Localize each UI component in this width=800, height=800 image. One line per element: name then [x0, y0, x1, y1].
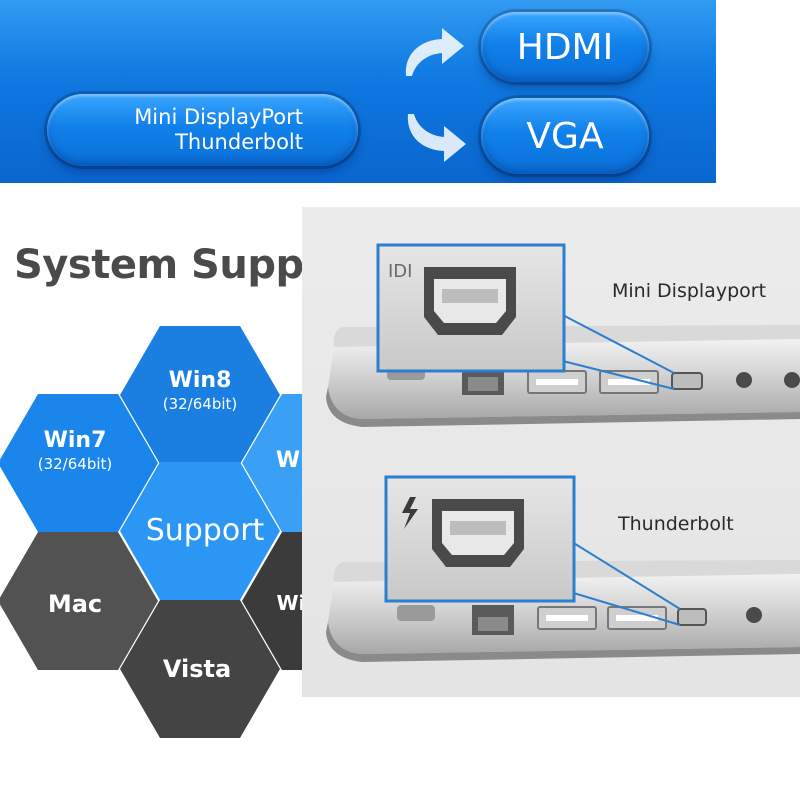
source-line-mini-displayport: Mini DisplayPort — [134, 105, 303, 129]
hex-mac — [0, 532, 158, 670]
hex-label-win8: Win8 (32/64bit) — [125, 368, 275, 413]
thunderbolt-bolt-icon — [402, 497, 418, 529]
audio-port-1 — [736, 372, 752, 388]
hex-support — [120, 462, 280, 600]
hdmi-pill: HDMI — [481, 12, 649, 82]
curved-arrow-down-icon — [407, 114, 466, 162]
mini-displayport-label: Mini Displayport — [612, 280, 767, 302]
curved-arrow-up-icon — [405, 28, 464, 76]
vga-pill: VGA — [481, 98, 649, 174]
hex-label-mac: Mac — [47, 590, 103, 618]
mini-displayport-port — [671, 372, 703, 390]
thunderbolt-label: Thunderbolt — [618, 513, 734, 535]
magsafe-port-b — [397, 605, 435, 621]
win7-label: Win7 — [43, 428, 107, 453]
hex-win7 — [0, 394, 158, 532]
callout-mini-displayport: IDI — [376, 243, 675, 390]
hex-label-vista: Vista — [162, 655, 232, 683]
hex-win8 — [120, 326, 280, 464]
hex-vista — [120, 600, 280, 738]
displayport-symbol-icon: IDI — [388, 261, 412, 282]
source-line-thunderbolt: Thunderbolt — [175, 130, 303, 154]
hex-label-support: Support — [145, 513, 265, 548]
laptop-ports-photo: IDI Mini Displayport Thunderbolt — [302, 207, 800, 697]
win8-sub: (32/64bit) — [162, 395, 238, 413]
hex-label-win7: Win7 (32/64bit) — [0, 428, 150, 473]
source-pill: Mini DisplayPort Thunderbolt — [47, 94, 358, 166]
win7-sub: (32/64bit) — [37, 455, 113, 473]
win8-label: Win8 — [168, 368, 232, 393]
adapter-banner: Mini DisplayPort Thunderbolt HDMI VGA — [0, 0, 716, 183]
callout-thunderbolt — [384, 475, 681, 626]
thunderbolt-port — [677, 608, 707, 626]
audio-port-2 — [784, 372, 800, 388]
laptop-illustration: IDI — [326, 243, 800, 662]
audio-port-b1 — [746, 607, 762, 623]
